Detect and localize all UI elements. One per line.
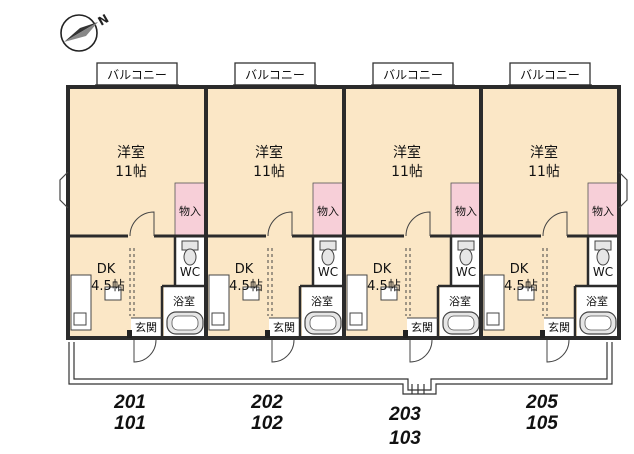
bath-label: 浴室 bbox=[586, 294, 608, 308]
unit-number-lower: 102 bbox=[251, 413, 283, 434]
north-label: N bbox=[96, 11, 112, 28]
western-room-size: 11帖 bbox=[253, 164, 285, 180]
bathtub-inner bbox=[309, 315, 337, 331]
western-room-label: 洋室 bbox=[117, 144, 145, 161]
entrance-label: 玄関 bbox=[548, 320, 570, 334]
unit-number-upper: 202 bbox=[250, 392, 283, 413]
dk-size: 4.5帖 bbox=[504, 279, 538, 294]
door-swing bbox=[542, 211, 568, 237]
outer-wall bbox=[479, 85, 621, 340]
unit-number-upper: 203 bbox=[388, 404, 421, 425]
sink bbox=[349, 312, 363, 326]
appliance bbox=[517, 286, 535, 301]
entrance bbox=[407, 318, 438, 338]
meter-box bbox=[403, 330, 408, 338]
meter-box bbox=[265, 330, 270, 338]
dk-label: DK bbox=[373, 262, 392, 277]
toilet-bowl bbox=[596, 248, 610, 266]
bathtub-inner bbox=[447, 315, 475, 331]
dk-size: 4.5帖 bbox=[229, 279, 263, 294]
toilet-bowl bbox=[459, 248, 473, 266]
appliance bbox=[380, 286, 398, 301]
meter-box bbox=[127, 330, 132, 338]
bath-label: 浴室 bbox=[311, 294, 333, 308]
western-room-size: 11帖 bbox=[528, 164, 560, 180]
wc-label: WC bbox=[593, 265, 613, 279]
western-room-size: 11帖 bbox=[115, 164, 147, 180]
wc-label: WC bbox=[180, 265, 200, 279]
corridor bbox=[68, 342, 613, 395]
closet-label: 物入 bbox=[317, 204, 339, 218]
entrance-label: 玄関 bbox=[411, 320, 433, 334]
door-swing bbox=[267, 211, 293, 237]
north-arrow-icon: N bbox=[60, 11, 112, 52]
unit-number-lower: 101 bbox=[114, 413, 146, 434]
bath-label: 浴室 bbox=[173, 294, 195, 308]
toilet-bowl bbox=[321, 248, 335, 266]
bath-label: 浴室 bbox=[449, 294, 471, 308]
entrance-label: 玄関 bbox=[135, 320, 157, 334]
appliance bbox=[104, 286, 122, 301]
entrance-door bbox=[409, 339, 433, 363]
sink bbox=[211, 312, 225, 326]
entrance bbox=[269, 318, 300, 338]
balcony-label: バルコニー bbox=[245, 68, 305, 82]
dk-size: 4.5帖 bbox=[91, 279, 125, 294]
dk-label: DK bbox=[97, 262, 116, 277]
closet-label: 物入 bbox=[455, 204, 477, 218]
unit-number-upper: 201 bbox=[113, 392, 146, 413]
unit-number-lower: 105 bbox=[526, 413, 558, 434]
western-room-label: 洋室 bbox=[393, 144, 421, 161]
wc-label: WC bbox=[456, 265, 476, 279]
door-swing bbox=[129, 211, 155, 237]
closet-label: 物入 bbox=[179, 204, 201, 218]
balcony-label: バルコニー bbox=[520, 68, 580, 82]
closet bbox=[450, 182, 483, 236]
entrance-door bbox=[133, 339, 157, 363]
entrance-door bbox=[271, 339, 295, 363]
dk-size: 4.5帖 bbox=[367, 279, 401, 294]
wc-label: WC bbox=[318, 265, 338, 279]
dk-label: DK bbox=[510, 262, 529, 277]
dk-label: DK bbox=[235, 262, 254, 277]
sink bbox=[486, 312, 500, 326]
entrance-label: 玄関 bbox=[273, 320, 295, 334]
entrance bbox=[544, 318, 575, 338]
entrance bbox=[131, 318, 162, 338]
appliance bbox=[242, 286, 260, 301]
meter-box bbox=[540, 330, 545, 338]
balcony-label: バルコニー bbox=[107, 68, 167, 82]
sink bbox=[73, 312, 87, 326]
western-room-label: 洋室 bbox=[530, 144, 558, 161]
unit-number-upper: 205 bbox=[525, 392, 558, 413]
bathtub-inner bbox=[171, 315, 199, 331]
western-room-label: 洋室 bbox=[255, 144, 283, 161]
unit-number-lower: 103 bbox=[389, 428, 421, 449]
side-window-left bbox=[59, 171, 69, 209]
balcony-label: バルコニー bbox=[383, 68, 443, 82]
closet-label: 物入 bbox=[592, 204, 614, 218]
toilet-bowl bbox=[183, 248, 197, 266]
door-swing bbox=[405, 211, 431, 237]
western-room-size: 11帖 bbox=[391, 164, 423, 180]
entrance-door bbox=[546, 339, 570, 363]
side-window-right bbox=[618, 171, 628, 209]
bathtub-inner bbox=[584, 315, 612, 331]
